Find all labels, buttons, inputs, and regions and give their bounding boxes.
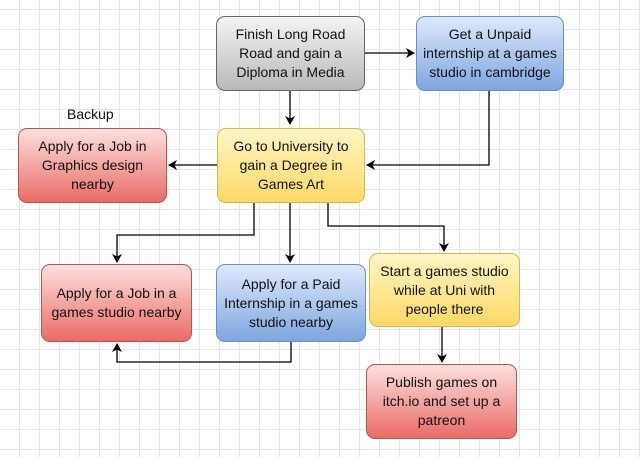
edge-university-to-start-studio — [327, 203, 449, 252]
node-games-studio-job-text: Apply for a Job in a games studio nearby — [51, 285, 182, 320]
backup-label: Backup — [67, 106, 114, 122]
node-start-games-studio-text: Start a games studio while at Uni with p… — [380, 262, 509, 317]
edge-university-to-games-job — [112, 203, 255, 263]
edge-paid-internship-to-games-job — [112, 342, 292, 363]
node-finish-long-road[interactable]: Finish Long Road Road and gain a Diploma… — [216, 16, 365, 91]
edge-unpaid-internship-to-university — [366, 91, 490, 170]
node-finish-long-road-text: Finish Long Road Road and gain a Diploma… — [235, 26, 346, 80]
node-graphics-design-job[interactable]: Apply for a Job in Graphics design nearb… — [18, 128, 167, 203]
node-start-games-studio[interactable]: Start a games studio while at Uni with p… — [369, 253, 520, 327]
node-paid-internship[interactable]: Apply for a Paid Internship in a games s… — [216, 264, 366, 342]
node-university-degree[interactable]: Go to University to gain a Degree in Gam… — [217, 128, 365, 203]
node-publish-games[interactable]: Publish games on itch.io and set up a pa… — [366, 364, 517, 439]
node-paid-internship-text: Apply for a Paid Internship in a games s… — [224, 275, 358, 330]
node-unpaid-internship[interactable]: Get a Unpaid internship at a games studi… — [416, 16, 564, 91]
node-graphics-design-job-text: Apply for a Job in Graphics design nearb… — [38, 138, 147, 192]
node-unpaid-internship-text: Get a Unpaid internship at a games studi… — [423, 26, 557, 80]
node-university-degree-text: Go to University to gain a Degree in Gam… — [233, 138, 349, 192]
node-games-studio-job[interactable]: Apply for a Job in a games studio nearby — [41, 264, 192, 342]
node-publish-games-text: Publish games on itch.io and set up a pa… — [382, 374, 501, 428]
